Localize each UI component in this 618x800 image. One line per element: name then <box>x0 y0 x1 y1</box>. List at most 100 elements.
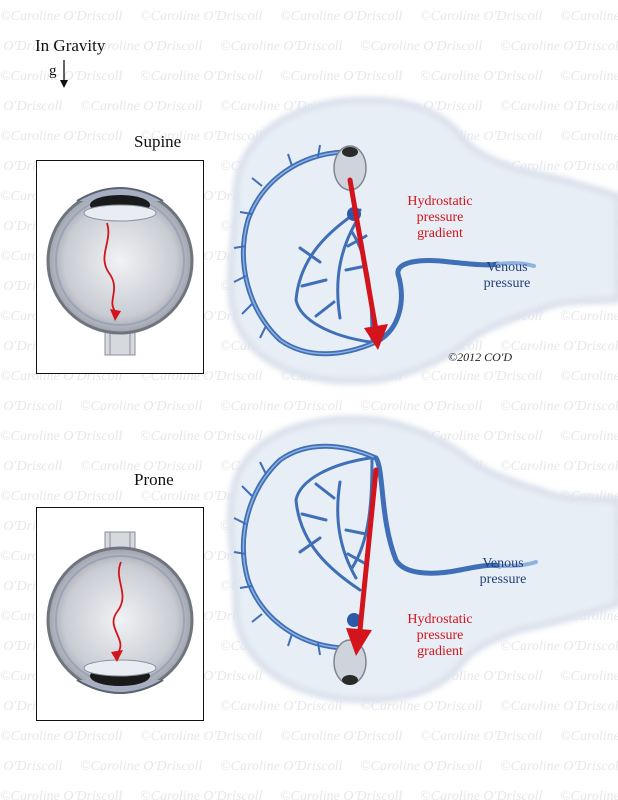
watermark-text: ©Caroline O'Driscoll <box>500 219 618 234</box>
watermark-text: ©Caroline O'Driscoll <box>360 579 483 594</box>
watermark-text: ©Caroline O'Driscoll <box>500 699 618 714</box>
watermark-text: ©Caroline O'Driscoll <box>140 429 263 444</box>
supine-hydrostatic-line2: pressure <box>416 210 464 225</box>
watermark-text: ©Caroline O'Driscoll <box>560 69 618 84</box>
supine-eye-panel <box>36 160 204 374</box>
watermark-text: ©Caroline O'Driscoll <box>80 39 203 54</box>
prone-hydrostatic-line2: pressure <box>416 628 464 643</box>
watermark-text: ©Caroline O'Driscoll <box>500 759 618 774</box>
watermark-text: ©Caroline O'Driscoll <box>0 459 63 474</box>
watermark-text: ©Caroline O'Driscoll <box>560 249 618 264</box>
prone-hydrostatic-line1: Hydrostatic <box>407 612 473 627</box>
watermark-text: ©Caroline O'Driscoll <box>80 459 203 474</box>
watermark-text: ©Caroline O'Driscoll <box>360 699 483 714</box>
watermark-text: ©Caroline O'Driscoll <box>500 339 618 354</box>
copyright-text: ©2012 CO'D <box>448 350 513 364</box>
watermark-text: ©Caroline O'Driscoll <box>500 159 618 174</box>
watermark-text: ©Caroline O'Driscoll <box>560 669 618 684</box>
watermark-text: ©Caroline O'Driscoll <box>500 639 618 654</box>
supine-hydrostatic-line3: gradient <box>417 226 463 241</box>
watermark-text: ©Caroline O'Driscoll <box>500 39 618 54</box>
watermark-text: ©Caroline O'Driscoll <box>560 309 618 324</box>
watermark-text: ©Caroline O'Driscoll <box>140 69 263 84</box>
watermark-text: ©Caroline O'Driscoll <box>360 399 483 414</box>
watermark-text: ©Caroline O'Driscoll <box>0 429 123 444</box>
watermark-text: ©Caroline O'Driscoll <box>360 159 483 174</box>
watermark-text: ©Caroline O'Driscoll <box>280 789 403 800</box>
watermark-text: ©Caroline O'Driscoll <box>0 69 123 84</box>
supine-heading: Supine <box>134 132 182 151</box>
watermark-text: ©Caroline O'Driscoll <box>0 39 63 54</box>
watermark-text: ©Caroline O'Driscoll <box>280 189 403 204</box>
watermark-text: ©Caroline O'Driscoll <box>360 459 483 474</box>
watermark-text: ©Caroline O'Driscoll <box>560 9 618 24</box>
watermark-text: ©Caroline O'Driscoll <box>280 309 403 324</box>
watermark-text: ©Caroline O'Driscoll <box>0 789 123 800</box>
supine-hydrostatic-line1: Hydrostatic <box>407 194 473 209</box>
watermark-text: ©Caroline O'Driscoll <box>420 429 543 444</box>
watermark-text: ©Caroline O'Driscoll <box>560 429 618 444</box>
watermark-text: ©Caroline O'Driscoll <box>560 369 618 384</box>
watermark-text: ©Caroline O'Driscoll <box>360 39 483 54</box>
watermark-text: ©Caroline O'Driscoll <box>220 639 343 654</box>
watermark-text: ©Caroline O'Driscoll <box>560 489 618 504</box>
watermark-text: ©Caroline O'Driscoll <box>420 789 543 800</box>
watermark-text: ©Caroline O'Driscoll <box>280 249 403 264</box>
watermark-text: ©Caroline O'Driscoll <box>220 279 343 294</box>
watermark-text: ©Caroline O'Driscoll <box>420 489 543 504</box>
watermark-text: ©Caroline O'Driscoll <box>0 729 123 744</box>
supine-hydrostatic-label: Hydrostatic pressure gradient <box>395 194 485 242</box>
watermark-text: ©Caroline O'Driscoll <box>360 99 483 114</box>
watermark-text: ©Caroline O'Driscoll <box>0 9 123 24</box>
supine-venous-line2: pressure <box>483 276 531 291</box>
watermark-text: ©Caroline O'Driscoll <box>500 519 618 534</box>
watermark-text: ©Caroline O'Driscoll <box>0 99 63 114</box>
watermark-text: ©Caroline O'Driscoll <box>500 459 618 474</box>
watermark-text: ©Caroline O'Driscoll <box>420 369 543 384</box>
watermark-text: ©Caroline O'Driscoll <box>560 789 618 800</box>
watermark-text: ©Caroline O'Driscoll <box>420 69 543 84</box>
watermark-text: ©Caroline O'Driscoll <box>220 759 343 774</box>
watermark-text: ©Caroline O'Driscoll <box>140 789 263 800</box>
watermark-text: ©Caroline O'Driscoll <box>500 399 618 414</box>
watermark-text: ©Caroline O'Driscoll <box>140 9 263 24</box>
watermark-text: ©Caroline O'Driscoll <box>80 99 203 114</box>
prone-heading: Prone <box>134 470 174 489</box>
watermark-text: ©Caroline O'Driscoll <box>280 729 403 744</box>
watermark-text: ©Caroline O'Driscoll <box>280 369 403 384</box>
supine-venous-line1: Venous <box>486 260 528 275</box>
supine-eye-illustration <box>46 187 194 356</box>
watermark-text: ©Caroline O'Driscoll <box>360 279 483 294</box>
watermark-text: ©Caroline O'Driscoll <box>420 669 543 684</box>
watermark-text: ©Caroline O'Driscoll <box>0 759 63 774</box>
watermark-text: ©Caroline O'Driscoll <box>280 549 403 564</box>
watermark-text: ©Caroline O'Driscoll <box>220 219 343 234</box>
watermark-text: ©Caroline O'Driscoll <box>140 489 263 504</box>
watermark-text: ©Caroline O'Driscoll <box>360 519 483 534</box>
watermark-text: ©Caroline O'Driscoll <box>140 729 263 744</box>
watermark-text: ©Caroline O'Driscoll <box>420 309 543 324</box>
watermark-text: ©Caroline O'Driscoll <box>560 129 618 144</box>
prone-eye-panel <box>36 507 204 721</box>
watermark-text: ©Caroline O'Driscoll <box>80 399 203 414</box>
prone-eye-illustration <box>46 531 194 694</box>
watermark-text: ©Caroline O'Driscoll <box>280 669 403 684</box>
watermark-text: ©Caroline O'Driscoll <box>360 759 483 774</box>
prone-hydrostatic-label: Hydrostatic pressure gradient <box>395 612 485 660</box>
watermark-text: ©Caroline O'Driscoll <box>220 399 343 414</box>
watermark-text: ©Caroline O'Driscoll <box>220 99 343 114</box>
gravity-symbol: g <box>49 63 57 79</box>
prone-venous-label: Venous pressure <box>468 556 538 588</box>
watermark-text: ©Caroline O'Driscoll <box>220 159 343 174</box>
watermark-text: ©Caroline O'Driscoll <box>500 99 618 114</box>
watermark-text: ©Caroline O'Driscoll <box>220 39 343 54</box>
watermark-text: ©Caroline O'Driscoll <box>280 489 403 504</box>
watermark-text: ©Caroline O'Driscoll <box>420 129 543 144</box>
watermark-text: ©Caroline O'Driscoll <box>0 129 123 144</box>
watermark-text: ©Caroline O'Driscoll <box>220 699 343 714</box>
watermark-text: ©Caroline O'Driscoll <box>280 129 403 144</box>
watermark-text: ©Caroline O'Driscoll <box>420 9 543 24</box>
watermark-text: ©Caroline O'Driscoll <box>560 189 618 204</box>
prone-hydrostatic-line3: gradient <box>417 644 463 659</box>
watermark-text: ©Caroline O'Driscoll <box>80 759 203 774</box>
